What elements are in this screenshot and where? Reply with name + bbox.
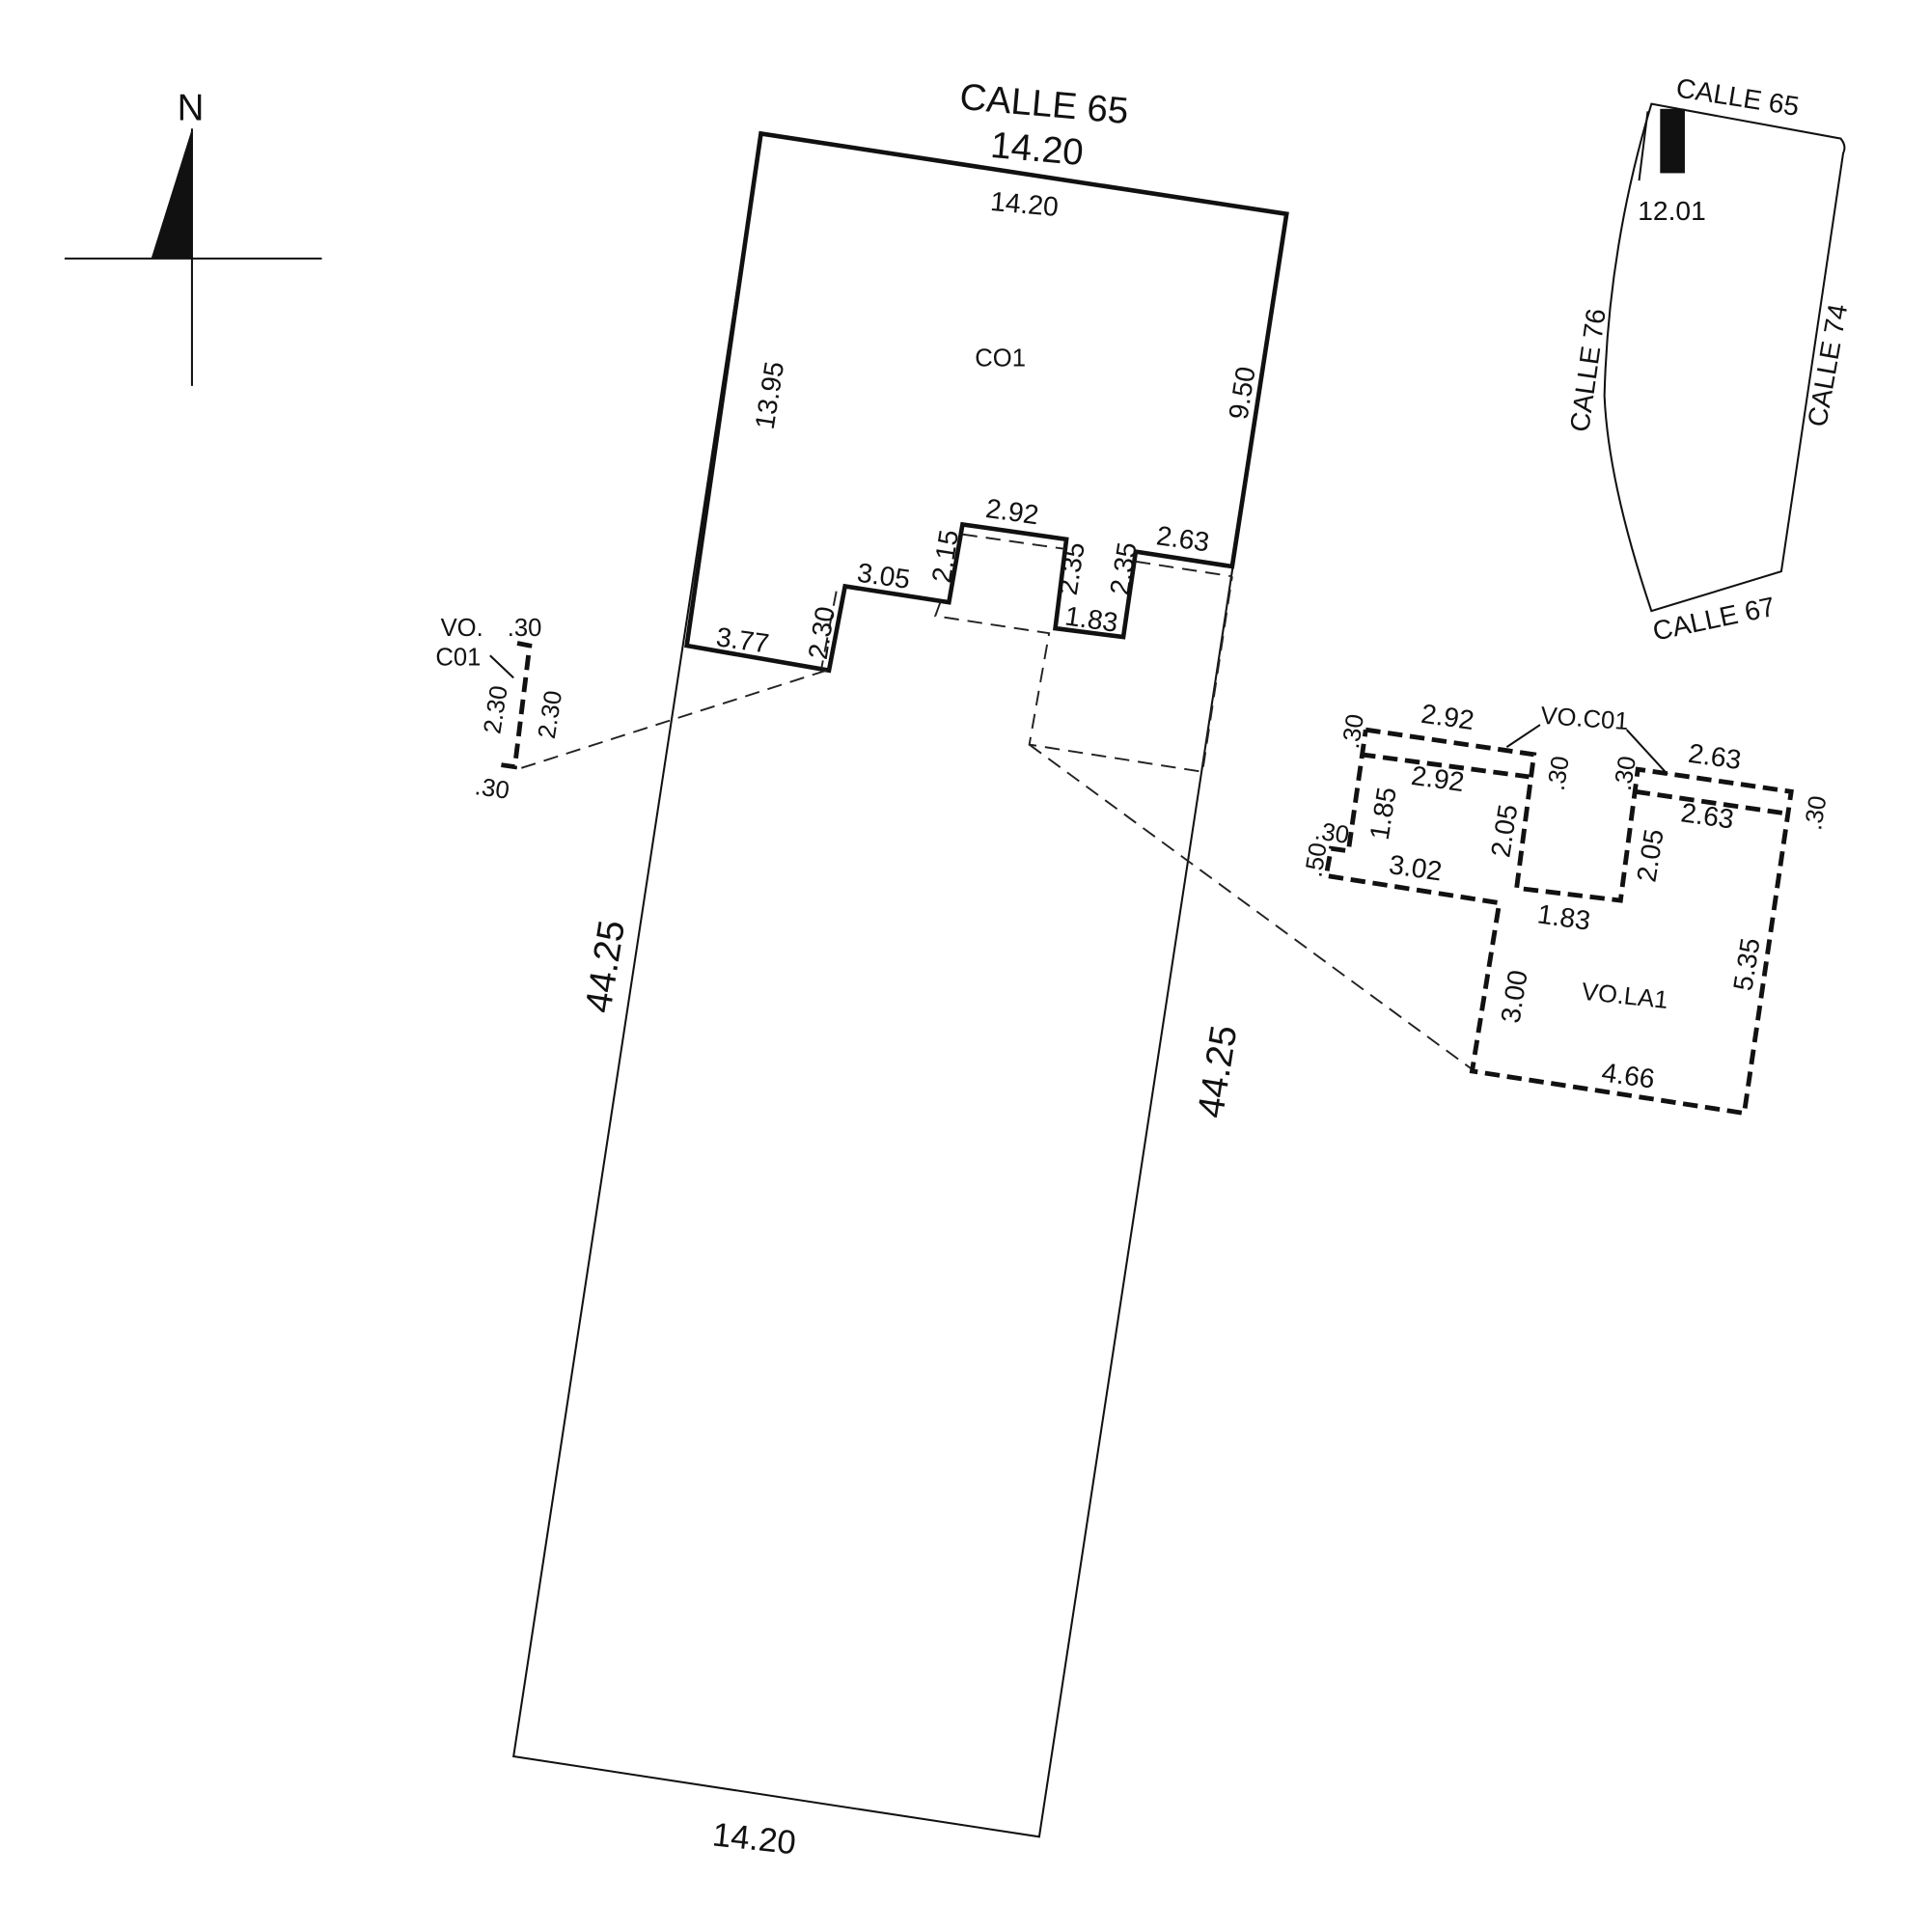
interior-dashed-line <box>820 591 838 669</box>
north-arrow-icon: N <box>64 87 322 386</box>
dim: 2.63 <box>1687 737 1744 775</box>
co1-left-dim: 13.95 <box>749 359 790 431</box>
co1-label: CO1 <box>975 345 1026 372</box>
dim: 3.77 <box>714 621 771 658</box>
callout-label: VO. <box>441 615 483 642</box>
street-label: CALLE 67 <box>1650 591 1778 647</box>
dim: .30 <box>1543 755 1575 793</box>
dim: 2.35 <box>1052 540 1090 597</box>
callout-label: C01 <box>435 645 481 672</box>
dim: .30 <box>1610 755 1641 793</box>
street-label: CALLE 74 <box>1801 301 1853 428</box>
building-co1-outline <box>684 130 1289 674</box>
left-callout-vo-co1: VO. C01 .30 2.30 2.30 .30 <box>435 615 567 805</box>
dim: .30 <box>508 615 542 642</box>
street-label: CALLE 65 <box>958 76 1130 132</box>
dim: 2.30 <box>802 604 841 661</box>
dim: 2.92 <box>1410 759 1467 797</box>
interior-dashed-line <box>962 533 1067 551</box>
dim: 2.30 <box>479 684 512 736</box>
callout-leader <box>516 669 827 771</box>
co1-top-dim: 14.20 <box>989 185 1060 222</box>
dim: 1.83 <box>1535 897 1592 935</box>
dim: 2.05 <box>1484 802 1523 859</box>
dim: 2.05 <box>1631 827 1669 884</box>
dim: 5.35 <box>1726 936 1765 993</box>
distance-label: 12.01 <box>1638 195 1706 226</box>
dim: .50 <box>1300 841 1332 879</box>
dim: 4.66 <box>1600 1056 1657 1093</box>
left-depth: 44.25 <box>578 918 634 1016</box>
interior-dashed-line <box>1135 560 1232 578</box>
lot-boundary <box>512 132 1288 1838</box>
callout-leader <box>1029 743 1475 1072</box>
dim: .30 <box>1800 794 1832 833</box>
dim: 2.92 <box>1420 698 1476 735</box>
dim: .30 <box>1313 817 1351 849</box>
dim: .30 <box>1337 712 1369 751</box>
dim: 3.00 <box>1495 968 1533 1025</box>
dim: 2.15 <box>925 528 964 585</box>
callout-label: VO.LA1 <box>1581 979 1669 1014</box>
dim: 3.05 <box>855 557 912 594</box>
dim: 2.63 <box>1155 519 1212 557</box>
dim: 1.83 <box>1063 600 1120 638</box>
right-callout-detail: VO.C01 VO.LA1 .30 2.92 2.92 .30 .30 2.63… <box>1300 698 1832 1117</box>
dim: .30 <box>473 773 510 805</box>
lot-location-marker <box>1660 108 1685 174</box>
street-label: CALLE 76 <box>1563 307 1612 434</box>
back-width: 14.20 <box>710 1816 797 1862</box>
street-label: CALLE 65 <box>1674 71 1802 122</box>
dim: 3.02 <box>1388 848 1445 886</box>
dim: 2.35 <box>1104 540 1143 597</box>
dim: 2.30 <box>534 689 567 741</box>
location-map: CALLE 65 12.01 CALLE 76 CALLE 74 CALLE 6… <box>1563 71 1853 646</box>
callout-label: VO.C01 <box>1540 703 1630 735</box>
north-label: N <box>178 87 205 128</box>
dim: 1.85 <box>1364 785 1402 842</box>
interior-dashed-line <box>933 576 1233 773</box>
dim: 2.63 <box>1679 796 1736 834</box>
front-width: 14.20 <box>989 124 1086 174</box>
right-depth: 44.25 <box>1190 1023 1246 1121</box>
dim: 2.92 <box>984 492 1041 530</box>
